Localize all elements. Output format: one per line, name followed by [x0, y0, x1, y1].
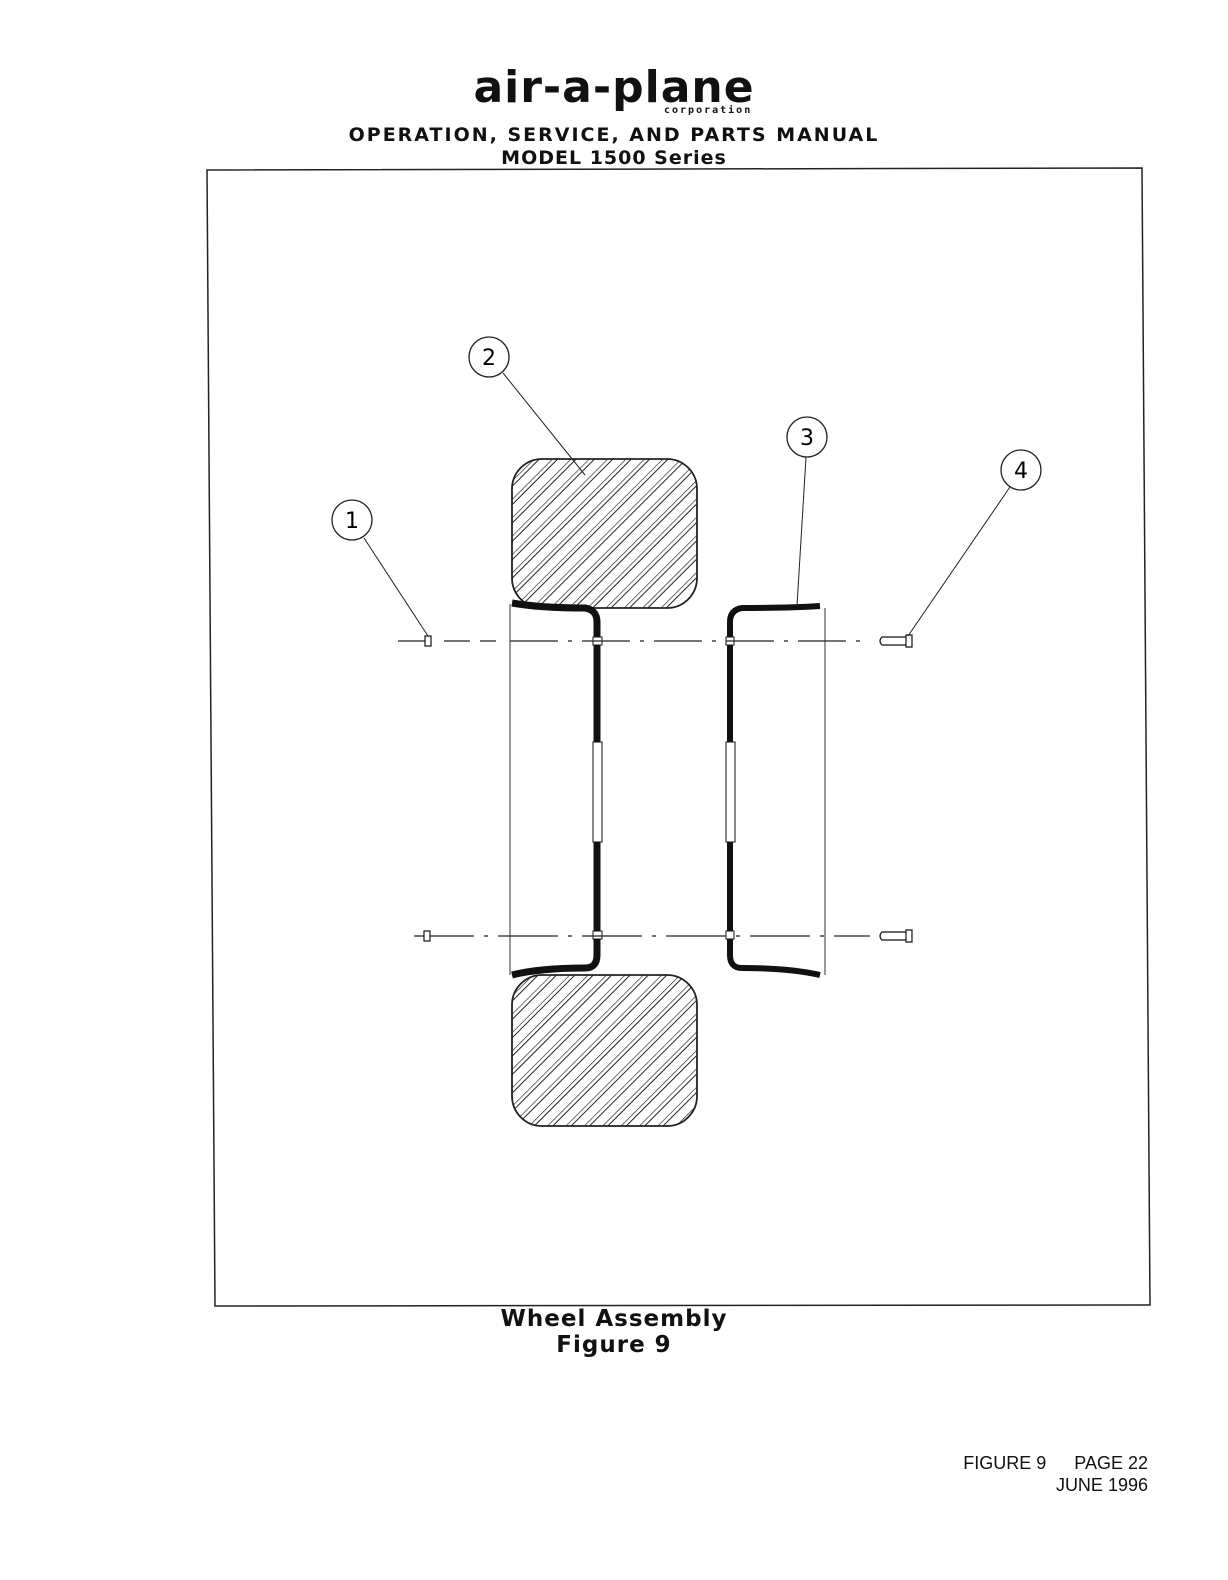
callout-4-label: 4 [1014, 459, 1028, 484]
wheel-half-right-bolt-hole-bottom [726, 931, 734, 939]
tire-bottom-section [512, 975, 697, 1126]
tire-top-section [512, 459, 697, 608]
wheel-half-right-rim [730, 606, 820, 975]
callout-1-label: 1 [345, 509, 359, 534]
footer-page-number: PAGE 22 [1074, 1453, 1148, 1473]
footer-figure-ref: FIGURE 9 [963, 1453, 1046, 1473]
wheel-half-left-bolt-hole-bottom [593, 931, 602, 939]
page-footer: FIGURE 9 PAGE 22 JUNE 1996 [963, 1452, 1148, 1496]
figure-caption-title: Wheel Assembly [0, 1306, 1228, 1332]
callout-1: 1 [332, 500, 428, 636]
figure-border [207, 168, 1150, 1306]
callout-2: 2 [469, 337, 585, 475]
bolt-bottom [880, 930, 912, 942]
nut-bottom [424, 931, 430, 941]
wheel-half-right-hub-bore [726, 742, 735, 842]
wheel-half-left-hub-bore [593, 742, 602, 842]
callout-3: 3 [787, 417, 827, 606]
wheel-half-left-rim [512, 603, 597, 975]
callout-4: 4 [908, 450, 1041, 636]
figure-caption-number: Figure 9 [0, 1332, 1228, 1358]
footer-date: JUNE 1996 [963, 1474, 1148, 1496]
bolt-top [880, 635, 912, 647]
callout-2-label: 2 [482, 346, 496, 371]
callout-3-label: 3 [800, 426, 814, 451]
nut-top [425, 636, 431, 646]
